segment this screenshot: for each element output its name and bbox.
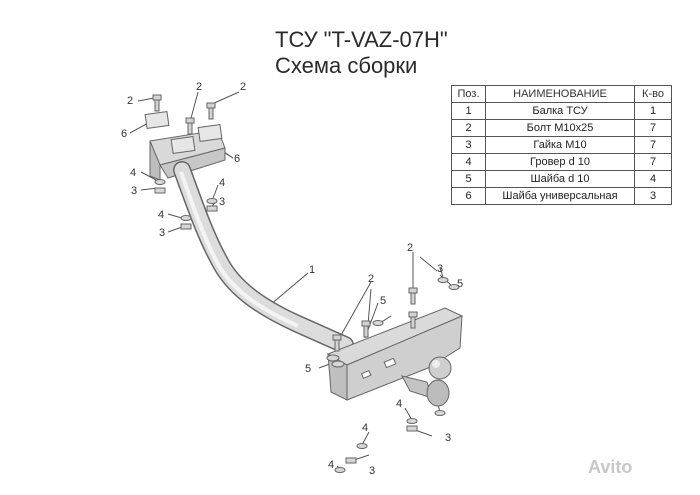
header-position: Поз.: [451, 85, 486, 103]
beam-tube-highlight: [174, 162, 353, 353]
callout-3: 3: [445, 432, 451, 444]
washers-and-nuts: [154, 179, 460, 473]
universal-washers: [144, 110, 223, 155]
avito-watermark: Avito: [588, 457, 633, 477]
callout-4: 4: [328, 459, 334, 471]
callout-1: 1: [309, 264, 315, 276]
table-row: 2 Болт М10х25 7: [451, 119, 672, 137]
row-name: Болт М10х25: [485, 119, 635, 137]
callout-2: 2: [407, 242, 413, 254]
callout-4: 4: [130, 167, 136, 179]
callout-3: 3: [159, 227, 165, 239]
callout-labels: 1 2 2 2 2 2 3 3 3 3 3 3 4 4 4 4 4 4 5 5 …: [121, 81, 463, 477]
row-quantity: 3: [634, 187, 672, 205]
table-row: 4 Гровер d 10 7: [451, 153, 672, 171]
rear-plate: [326, 307, 464, 401]
row-quantity: 4: [634, 170, 672, 188]
tow-ball: [401, 356, 452, 407]
table-row: 6 Шайба универсальная 3: [451, 187, 672, 205]
parts-table-header: Поз. НАИМЕНОВАНИЕ К-во: [451, 85, 672, 103]
callout-2: 2: [196, 81, 202, 93]
callout-5: 5: [305, 363, 311, 375]
callout-5: 5: [457, 278, 463, 290]
callout-2: 2: [240, 81, 246, 93]
beam-tube: [173, 161, 354, 354]
callout-2: 2: [368, 273, 374, 285]
callout-3: 3: [437, 263, 443, 275]
callout-6: 6: [121, 128, 127, 140]
callout-3: 3: [369, 465, 375, 477]
callout-3: 3: [219, 196, 225, 208]
bolts: [152, 94, 418, 352]
drawing-title: ТСУ "T-VAZ-07H": [275, 27, 448, 52]
drawing-subtitle: Схема сборки: [275, 53, 418, 78]
callout-4: 4: [219, 177, 225, 189]
row-name: Шайба d 10: [485, 170, 635, 188]
callout-6: 6: [234, 153, 240, 165]
callout-4: 4: [396, 398, 402, 410]
table-row: 5 Шайба d 10 4: [451, 170, 672, 188]
callout-3: 3: [131, 185, 137, 197]
callout-4: 4: [362, 422, 368, 434]
parts-table: Поз. НАИМЕНОВАНИЕ К-во 1 Балка ТСУ 1 2 Б…: [451, 85, 672, 205]
callout-4: 4: [158, 209, 164, 221]
callout-5: 5: [380, 295, 386, 307]
row-name: Шайба универсальная: [485, 187, 635, 205]
callout-2: 2: [127, 95, 133, 107]
